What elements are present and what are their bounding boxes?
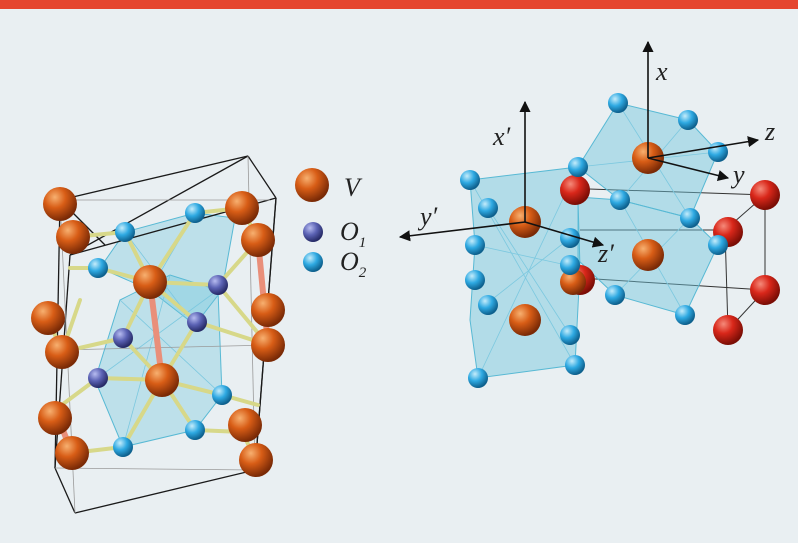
legend-vanadium-swatch <box>295 168 329 202</box>
legend-oxygen1-label: O1 <box>340 217 366 251</box>
axis-x-prime-label: x′ <box>492 122 511 151</box>
legend-oxygen2-swatch <box>303 252 323 272</box>
left-oxygen1-atoms <box>88 275 228 388</box>
left-vanadium-atoms <box>31 187 285 477</box>
axis-z-label: z <box>764 117 775 146</box>
left-unit-cell <box>31 155 285 514</box>
legend: V O1 O2 <box>295 168 367 281</box>
left-oxygen2-atoms <box>88 203 232 457</box>
axis-z <box>647 136 760 159</box>
legend-oxygen2-label: O2 <box>340 247 367 281</box>
right-structure: x z y x′ y′ z′ <box>398 40 780 388</box>
axis-z-prime <box>524 221 605 248</box>
axis-x-label: x <box>655 57 668 86</box>
legend-oxygen1-swatch <box>303 222 323 242</box>
top-bar <box>0 0 798 9</box>
axis-y-prime-label: y′ <box>417 202 438 231</box>
axis-y <box>647 157 730 181</box>
legend-vanadium-label: V <box>344 173 363 202</box>
axis-z-prime-label: z′ <box>597 239 614 268</box>
axis-y-prime <box>398 221 526 242</box>
axis-y-label: y <box>730 160 745 189</box>
